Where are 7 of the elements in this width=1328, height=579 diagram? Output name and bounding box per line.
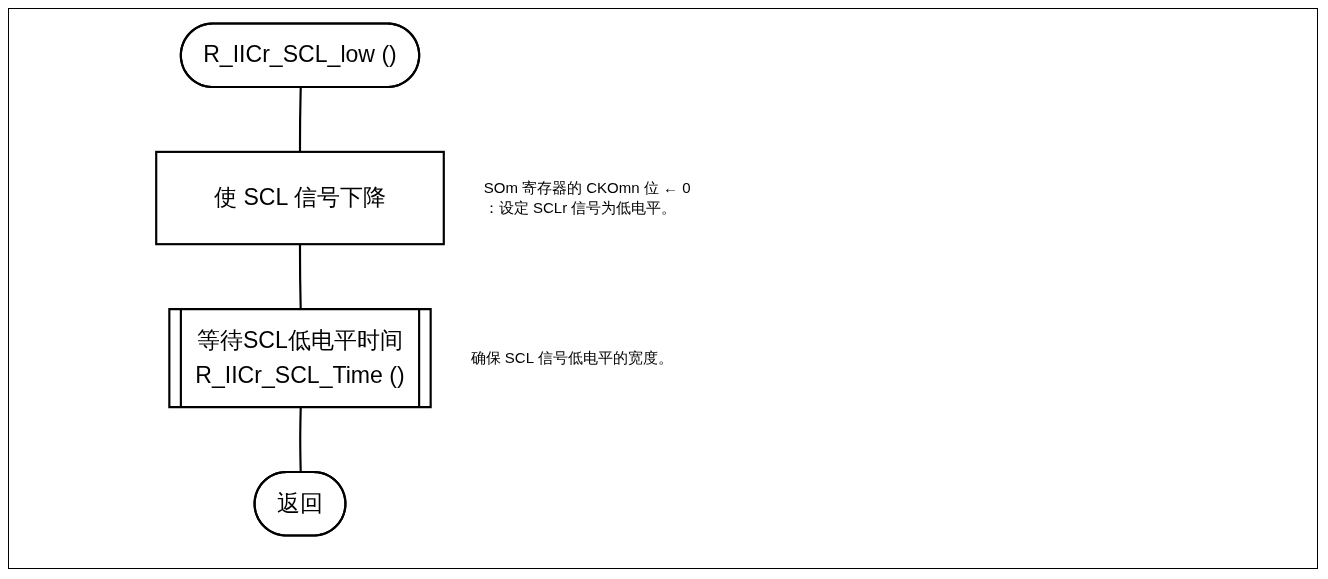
node-box: 使 SCL 信号下降: [155, 150, 445, 246]
connector: [299, 407, 302, 473]
connector: [298, 244, 302, 310]
annotation-text: 确保 SCL 信号低电平的宽度。: [470, 348, 673, 369]
annotation-text: SOm 寄存器的 CKOmn 位 ← 0: [483, 178, 691, 198]
annotation-text: ：设定 SCLr 信号为低电平。: [483, 198, 677, 218]
connector: [298, 87, 302, 152]
